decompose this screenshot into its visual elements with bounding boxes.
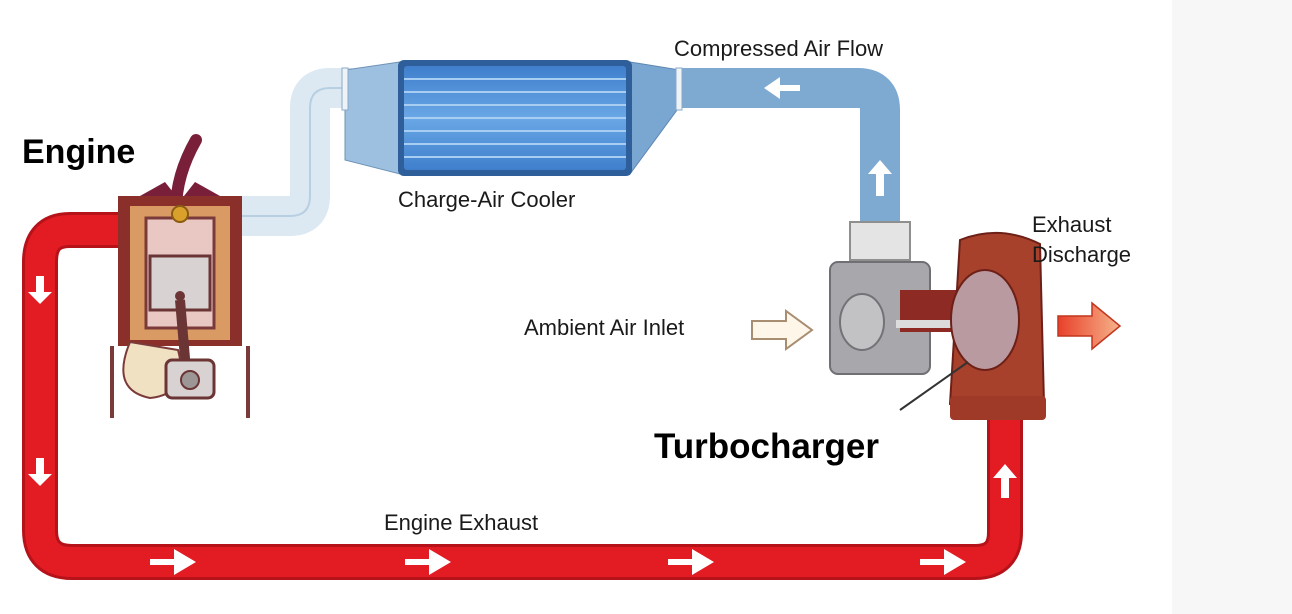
ambient-air-arrow — [751, 309, 814, 351]
flow-arrows — [28, 77, 1017, 575]
air-pipe — [238, 68, 900, 236]
engine-label: Engine — [22, 133, 136, 171]
engine-exhaust-label: Engine Exhaust — [384, 510, 539, 535]
engine-illustration — [110, 134, 250, 418]
exhaust-discharge-label: Exhaust Discharge — [1032, 210, 1131, 270]
ambient-air-inlet-label: Ambient Air Inlet — [524, 315, 685, 340]
right-arrow-1 — [150, 549, 196, 575]
up-arrow-2 — [868, 160, 892, 196]
charge-air-cooler — [341, 60, 683, 176]
exhaust-discharge-arrow — [1057, 301, 1122, 351]
right-arrow-4 — [920, 549, 966, 575]
up-arrow-1 — [993, 464, 1017, 498]
down-arrow-2 — [28, 458, 52, 486]
side-panel — [1172, 0, 1292, 614]
exhaust-discharge-line2: Discharge — [1032, 242, 1132, 267]
right-arrow-2 — [405, 549, 451, 575]
turbocharger-label: Turbocharger — [654, 427, 879, 466]
right-arrow-3 — [668, 549, 714, 575]
compressed-air-flow-label: Compressed Air Flow — [674, 36, 884, 61]
charge-air-cooler-label: Charge-Air Cooler — [398, 187, 576, 212]
down-arrow-1 — [28, 276, 52, 304]
exhaust-discharge-line1: Exhaust — [1032, 212, 1112, 237]
turbocharger-illustration — [829, 221, 1046, 420]
turbocharger-diagram — [22, 60, 1122, 580]
left-arrow-1 — [764, 77, 800, 99]
exhaust-pipe — [22, 212, 1023, 580]
